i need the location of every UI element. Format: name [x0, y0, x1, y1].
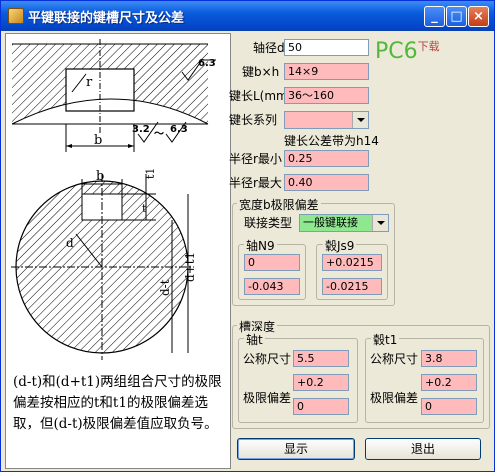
radius-min-label: 半径r最小 — [229, 152, 282, 166]
width-tolerance-title: 宽度b极限偏差 — [237, 196, 321, 213]
label-d: d — [66, 236, 74, 250]
depth-shaft-title: 轴t — [244, 331, 265, 348]
length-tolerance-note: 键长公差带为h14 — [284, 134, 379, 148]
hub-js9-title: 毂Js9 — [323, 237, 357, 254]
radius-max-label: 半径r最大 — [229, 176, 282, 190]
label-t: t — [142, 202, 147, 215]
depth-shaft-nominal: 5.5 — [293, 350, 349, 367]
depth-hub-group — [365, 338, 484, 423]
radius-max-field: 0.40 — [284, 174, 369, 191]
depth-hub-tol-label: 极限偏差 — [370, 391, 419, 405]
label-t1: t1 — [144, 168, 157, 179]
depth-hub-nominal: 3.8 — [421, 350, 477, 367]
shaft-section — [11, 174, 194, 360]
keyway-diagram: r 6.3 b 3.2 ～ 6.3 — [11, 39, 216, 360]
depth-shaft-nominal-label: 公称尺寸 — [243, 352, 292, 366]
depth-hub-upper: +0.2 — [421, 374, 477, 391]
shaft-n9-upper: 0 — [244, 254, 300, 271]
depth-shaft-lower: 0 — [293, 398, 349, 415]
key-bh-label: 键b×h — [242, 65, 280, 79]
depth-hub-title: 毂t1 — [371, 331, 400, 348]
roughness-left: 3.2 — [132, 124, 150, 135]
depth-hub-nominal-label: 公称尺寸 — [370, 352, 419, 366]
key-series-label: 键长系列 — [229, 113, 278, 127]
roughness-right: 6.3 — [170, 124, 188, 135]
depth-shaft-upper: +0.2 — [293, 374, 349, 391]
depth-group-title: 槽深度 — [237, 318, 278, 335]
key-length-field: 36～160 — [284, 87, 369, 104]
key-series-select[interactable] — [284, 111, 369, 129]
logo-subtext: 下载 — [417, 40, 440, 53]
pc6-logo: PC6下载 — [375, 39, 440, 64]
depth-shaft-tol-label: 极限偏差 — [243, 391, 292, 405]
tolerance-note: (d-t)和(d+t1)两组组合尺寸的极限偏差按相应的t和t1的极限偏差选取，但… — [13, 374, 222, 432]
logo-text: PC6 — [375, 39, 418, 64]
exit-button[interactable]: 退出 — [365, 438, 481, 460]
key-length-label: 键长L(mm) — [229, 89, 293, 103]
join-type-label: 联接类型 — [244, 216, 293, 230]
roughness-top: 6.3 — [198, 58, 216, 69]
shaft-n9-title: 轴N9 — [244, 237, 277, 254]
chevron-down-icon[interactable] — [352, 112, 368, 128]
shaft-n9-lower: -0.043 — [244, 278, 300, 295]
radius-min-field: 0.25 — [284, 150, 369, 167]
maximize-button[interactable]: □ — [446, 6, 467, 27]
axis-diameter-input[interactable]: 50 — [284, 39, 369, 56]
diagram-panel: r 6.3 b 3.2 ～ 6.3 — [5, 33, 231, 469]
title-bar: 平键联接的键槽尺寸及公差 _ □ × — [1, 1, 494, 31]
show-button[interactable]: 显示 — [237, 438, 355, 460]
join-type-value: 一般键联接 — [303, 216, 358, 229]
window-title: 平键联接的键槽尺寸及公差 — [28, 11, 185, 26]
join-type-select[interactable]: 一般键联接 — [299, 214, 389, 232]
label-r: r — [86, 75, 93, 90]
label-dt1: d+t1 — [183, 252, 197, 282]
app-icon — [8, 8, 24, 24]
close-button[interactable]: × — [468, 6, 489, 27]
depth-hub-lower: 0 — [421, 398, 477, 415]
depth-shaft-group — [238, 338, 358, 423]
minimize-button[interactable]: _ — [424, 6, 445, 27]
hub-section — [11, 39, 216, 152]
label-dt: d-t — [158, 279, 172, 296]
hub-js9-upper: +0.0215 — [322, 254, 382, 271]
roughness-tilde: ～ — [154, 129, 164, 140]
depth-group — [232, 325, 490, 429]
chevron-down-icon[interactable] — [372, 215, 388, 231]
hub-js9-lower: -0.0215 — [322, 278, 382, 295]
label-b-mid: b — [96, 169, 104, 184]
label-b-top: b — [94, 133, 102, 148]
key-bh-field: 14×9 — [284, 63, 369, 80]
